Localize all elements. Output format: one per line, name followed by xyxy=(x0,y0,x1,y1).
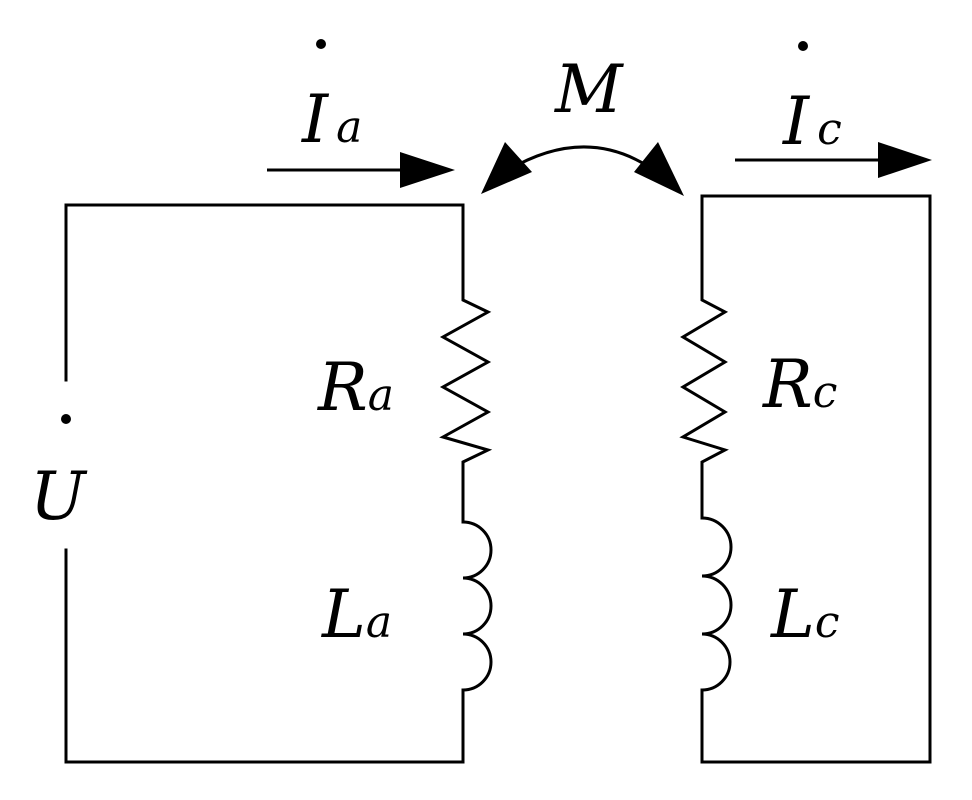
secondary-loop xyxy=(679,194,932,764)
label-resistor-rc: Rc xyxy=(762,346,837,423)
secondary-resistor-rc xyxy=(679,248,729,520)
phasor-dot-ia xyxy=(316,39,326,49)
primary-left-wire-top xyxy=(64,203,465,382)
primary-bottom-wire xyxy=(64,548,465,764)
primary-inductor-la xyxy=(461,520,493,692)
secondary-outer-wire xyxy=(700,194,932,764)
secondary-inductor-lc xyxy=(700,516,733,692)
current-arrow-ia xyxy=(267,152,455,188)
phasor-dot-ic xyxy=(798,41,808,51)
primary-resistor-ra xyxy=(439,248,493,524)
mutual-inductance-arc xyxy=(481,142,684,196)
label-source-u: U xyxy=(30,458,88,535)
label-inductor-la: La xyxy=(321,576,392,653)
primary-loop xyxy=(64,203,493,764)
label-resistor-ra: Ra xyxy=(317,349,394,426)
label-inductor-lc: Lc xyxy=(770,576,839,653)
phasor-dot-u xyxy=(61,414,71,424)
current-arrow-ic xyxy=(735,142,932,178)
label-mutual-m: M xyxy=(554,51,624,128)
